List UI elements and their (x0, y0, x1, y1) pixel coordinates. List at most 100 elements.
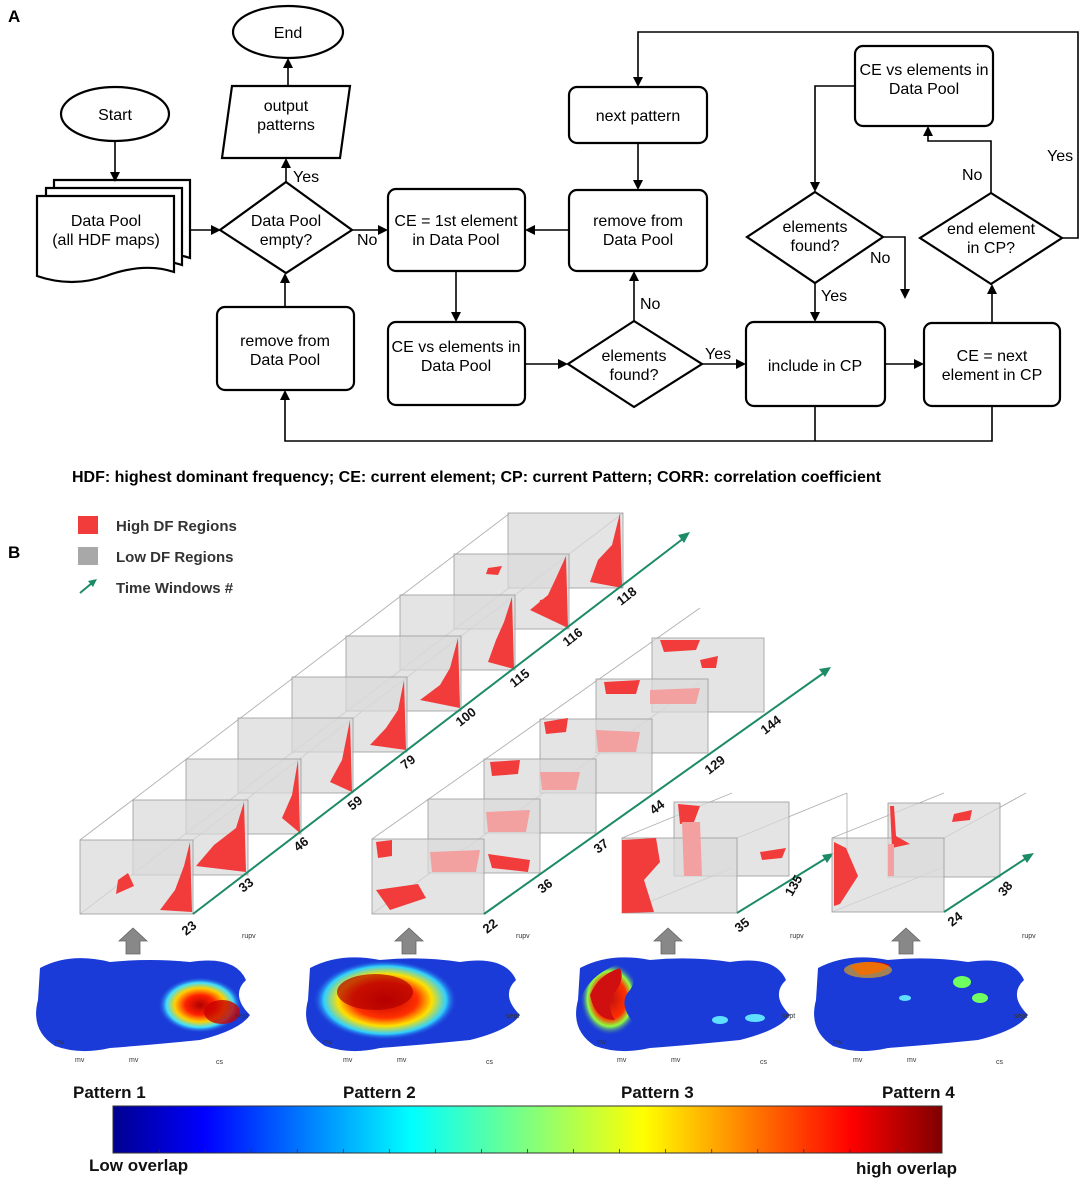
pattern-label: Pattern 2 (343, 1083, 416, 1102)
legend-low-swatch (78, 547, 98, 565)
ce-first-line2: in Data Pool (412, 232, 499, 249)
window-label: 144 (758, 712, 785, 738)
decision-data-pool-empty: Data Pool empty? (218, 180, 354, 275)
anatomy-sept: sept (235, 1013, 248, 1020)
ce-vs-node-middle: CE vs elements in Data Pool (386, 320, 527, 407)
anatomy-mv: mv (833, 1039, 843, 1046)
anatomy-rupv: rupv (516, 933, 530, 940)
time-arrow-1-head (678, 532, 690, 543)
stack-pattern-2: 22 36 37 44 129 144 (371, 607, 831, 937)
colorbar (112, 1105, 943, 1154)
ce-vs-middle-line2: Data Pool (421, 358, 491, 375)
anatomy-cs: cs (216, 1059, 224, 1066)
anatomy-mv: mv (617, 1057, 627, 1064)
ce-vs-node-right: CE vs elements in Data Pool (853, 44, 995, 128)
up-arrow-icon (117, 927, 149, 955)
include-cp-node: include in CP (744, 320, 887, 408)
atrial-map-2: rupv sept mv mv mv cs (306, 933, 530, 1066)
end-element-line2: in CP? (967, 240, 1015, 257)
time-arrow-2 (483, 671, 826, 915)
remove-node-middle: remove from Data Pool (567, 188, 709, 273)
window-label: 37 (591, 836, 612, 857)
anatomy-mv: mv (129, 1057, 139, 1064)
anatomy-mv: mv (323, 1039, 333, 1046)
start-label: Start (98, 107, 132, 124)
found-middle-line1: elements (602, 348, 667, 365)
output-patterns-node: output patterns (220, 84, 352, 160)
anatomy-mv: mv (55, 1039, 65, 1046)
label-no-end-element: No (962, 167, 983, 184)
decision-end-element: end element in CP? (917, 191, 1065, 286)
window-label: 35 (732, 915, 753, 936)
anatomy-cs: cs (996, 1059, 1004, 1066)
window-label: 22 (480, 916, 501, 937)
anatomy-mv: mv (343, 1057, 353, 1064)
found-middle-line2: found? (610, 367, 659, 384)
connectors (110, 31, 1079, 442)
decision-empty-line2: empty? (260, 232, 313, 249)
legend-low-label: Low DF Regions (116, 549, 234, 566)
anatomy-rupv: rupv (1022, 933, 1036, 940)
stack-pattern-3: 35 135 (621, 792, 848, 936)
time-arrow-3 (736, 856, 829, 914)
up-arrow-icon (890, 927, 922, 955)
anatomy-mv: mv (907, 1057, 917, 1064)
window-label: 23 (179, 918, 200, 939)
atrial-map-4: rupv sept mv mv mv cs (814, 933, 1036, 1066)
up-arrow-icon (652, 927, 684, 955)
time-arrow-2-head (819, 667, 831, 677)
include-cp-label: include in CP (768, 358, 862, 375)
end-element-line1: end element (947, 221, 1036, 238)
decision-elements-found-right: elements found? (745, 190, 885, 285)
label-yes-found-right: Yes (821, 288, 847, 305)
next-pattern-node: next pattern (567, 85, 709, 145)
ce-next-node: CE = next element in CP (922, 321, 1062, 408)
legend-high-label: High DF Regions (116, 518, 237, 535)
ce-first-node: CE = 1st element in Data Pool (386, 187, 527, 273)
ce-first-line1: CE = 1st element (394, 213, 518, 230)
anatomy-mv: mv (397, 1057, 407, 1064)
time-arrow-4-head (1022, 853, 1034, 863)
stack-pattern-4: 24 38 (831, 792, 1034, 929)
end-node: End (231, 4, 345, 60)
anatomy-sept: sept (1014, 1013, 1027, 1020)
colorbar-low-label: Low overlap (89, 1156, 188, 1175)
up-arrow-icon (393, 927, 425, 955)
anatomy-rupv: rupv (242, 933, 256, 940)
pattern-label: Pattern 3 (621, 1083, 694, 1102)
time-arrow-1 (192, 537, 685, 915)
anatomy-mv: mv (853, 1057, 863, 1064)
found-right-line1: elements (783, 219, 848, 236)
ce-vs-right-line2: Data Pool (889, 81, 959, 98)
time-arrow-4 (943, 856, 1029, 913)
anatomy-cs: cs (486, 1059, 494, 1066)
label-yes-found-middle: Yes (705, 346, 731, 363)
window-label: 38 (995, 878, 1016, 899)
window-label: 36 (535, 876, 556, 897)
pattern-label: Pattern 4 (882, 1083, 955, 1102)
output-line1: output (264, 98, 309, 115)
colorbar-high-label: high overlap (856, 1159, 957, 1178)
legend-time-arrow-icon (79, 579, 97, 594)
label-no-found-middle: No (640, 296, 661, 313)
panel-b-letter: B (8, 543, 20, 562)
remove-left-line2: Data Pool (250, 352, 320, 369)
anatomy-sept: sept (782, 1013, 795, 1020)
anatomy-mv: mv (75, 1057, 85, 1064)
remove-left-line1: remove from (240, 333, 330, 350)
atrial-map-3: rupv sept mv mv mv cs (576, 933, 804, 1066)
legend: High DF Regions Low DF Regions Time Wind… (78, 516, 237, 597)
anatomy-sept: sept (506, 1013, 519, 1020)
next-pattern-label: next pattern (596, 108, 681, 125)
label-no-empty: No (357, 232, 378, 249)
decision-empty-line1: Data Pool (251, 213, 321, 230)
abbreviation-caption: HDF: highest dominant frequency; CE: cur… (72, 469, 882, 486)
pattern-label: Pattern 1 (73, 1083, 146, 1102)
data-pool-node: Data Pool (all HDF maps) (35, 178, 192, 284)
label-yes-end-element: Yes (1047, 148, 1073, 165)
time-arrow-3-head (822, 853, 834, 863)
output-line2: patterns (257, 117, 315, 134)
window-label: 24 (945, 908, 966, 929)
anatomy-rupv: rupv (790, 933, 804, 940)
atrial-map-1: rupv sept mv mv mv cs (36, 933, 256, 1066)
